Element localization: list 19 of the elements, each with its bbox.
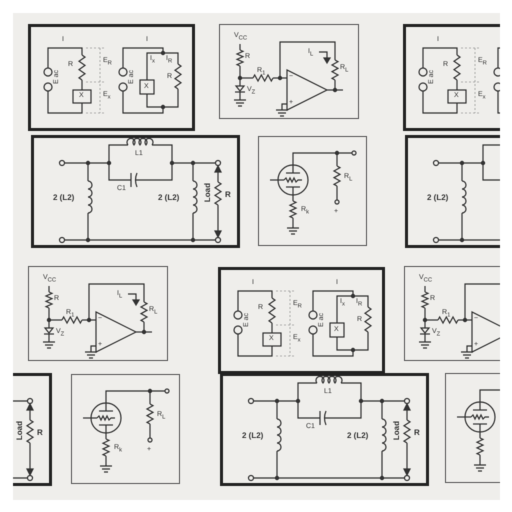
schematic-panel	[71, 374, 180, 484]
schematic-panel	[28, 266, 168, 361]
schematic-panel	[258, 136, 367, 246]
schematic-panel	[218, 267, 385, 374]
component-label: Load	[392, 421, 401, 440]
component-label: R	[225, 190, 231, 199]
schematic-panel	[219, 24, 359, 119]
component-label: Load	[203, 183, 212, 202]
schematic-panel	[31, 135, 240, 248]
component-label: 2 (L2)	[158, 193, 180, 202]
schematic-panel	[220, 373, 429, 486]
schematic-panel	[28, 24, 195, 131]
component-label: R	[37, 428, 43, 437]
component-label: 2 (L2)	[242, 431, 264, 440]
component-label: 2 (L2)	[53, 193, 74, 202]
component-label: R	[414, 428, 420, 437]
component-label: Load	[15, 421, 24, 440]
component-label: 2 (L2)	[427, 193, 448, 202]
component-label: 2 (L2)	[347, 431, 368, 440]
